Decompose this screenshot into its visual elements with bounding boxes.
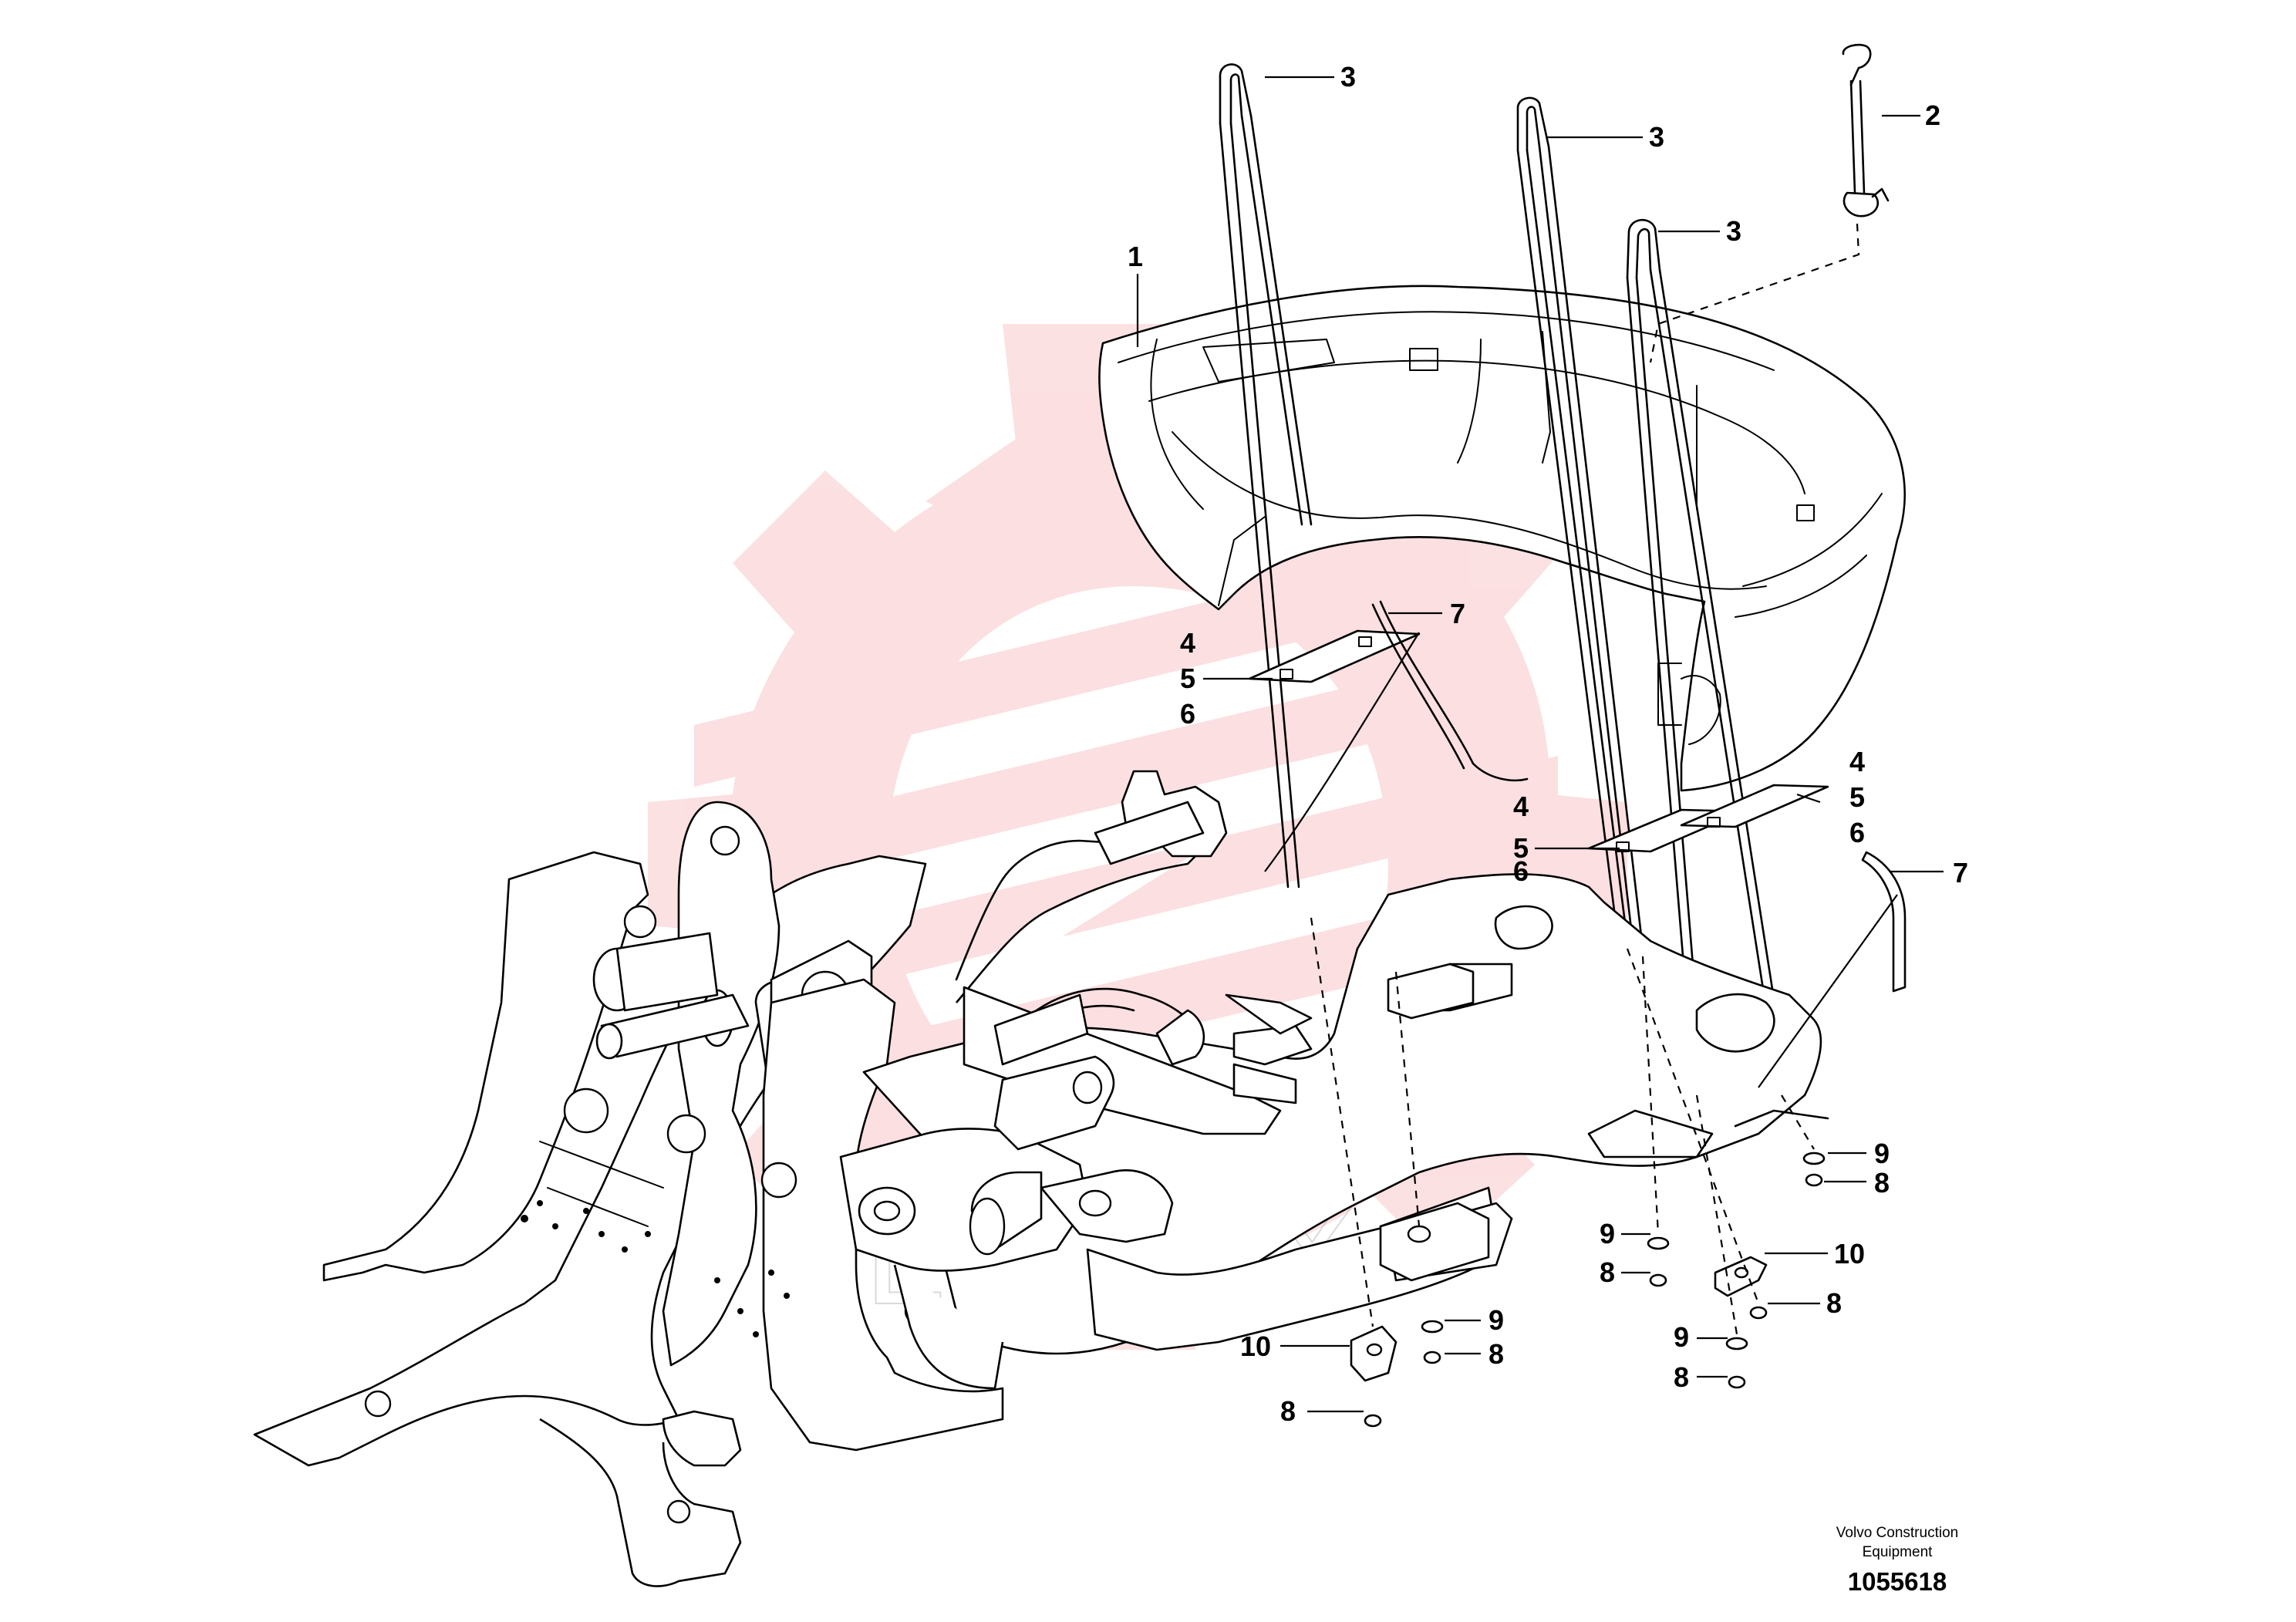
callout-5-a: 5 (1180, 663, 1195, 694)
shim-right (1680, 784, 1829, 828)
callout-9-b: 9 (1600, 1218, 1615, 1249)
callout-6-a: 6 (1180, 698, 1195, 730)
callout-1: 1 (1128, 241, 1143, 272)
weld-blocks (1379, 963, 1490, 1282)
callout-8-d: 8 (1489, 1338, 1504, 1370)
callout-9-c: 9 (1489, 1304, 1504, 1336)
lifting-eye-rod (1649, 43, 1890, 363)
rear-chassis (839, 770, 1829, 1390)
manufacturer-line-1: Volvo Construction (1836, 1525, 1959, 1541)
callout-5-b: 5 (1513, 832, 1529, 864)
callout-8-f: 8 (1674, 1361, 1689, 1393)
bracket-10a (1350, 1325, 1397, 1382)
callout-4-c: 4 (1849, 746, 1865, 777)
callout-9-d: 9 (1674, 1321, 1689, 1353)
drawing-footer: Volvo Construction Equipment 1055618 (1766, 1523, 2028, 1597)
manufacturer-line-2: Equipment (1862, 1544, 1933, 1560)
callout-7-b: 7 (1953, 857, 1968, 889)
callout-3-c: 3 (1726, 215, 1741, 247)
washer-nut-set-a (1364, 1152, 1826, 1428)
u-bolt-3 (1626, 218, 1789, 1089)
callout-labels: 1 2 3 3 3 4 5 6 4 5 6 4 5 6 7 7 9 8 9 8 … (1128, 61, 1968, 1427)
clip-left (1371, 600, 1529, 782)
frame-detail-dots (521, 1200, 790, 1337)
callout-6-c: 6 (1849, 817, 1865, 848)
callout-7-a: 7 (1450, 598, 1465, 629)
drawing-number: 1055618 (1847, 1567, 1947, 1596)
callout-2: 2 (1925, 99, 1940, 131)
u-bolt-2 (1516, 96, 1644, 950)
callout-6-b: 6 (1513, 855, 1529, 887)
callout-8-b: 8 (1600, 1256, 1615, 1288)
bolt-path-lines (1310, 917, 1815, 1335)
callout-8-e: 8 (1826, 1287, 1842, 1319)
leader-lines (1136, 76, 1944, 1413)
callout-3-b: 3 (1649, 121, 1664, 153)
clip-right (1861, 851, 1907, 993)
callout-4-a: 4 (1180, 627, 1195, 659)
loader-frame (253, 801, 1004, 1587)
callout-8-a: 8 (1874, 1167, 1890, 1199)
callout-10-b: 10 (1834, 1238, 1865, 1270)
bracket-10b (1714, 1256, 1768, 1297)
callout-9-a: 9 (1874, 1138, 1890, 1169)
u-bolt-1 (1219, 63, 1313, 889)
callout-10-a: 10 (1240, 1330, 1271, 1362)
callout-8-c: 8 (1280, 1395, 1296, 1427)
callout-4-b: 4 (1513, 791, 1529, 822)
shaft (595, 993, 1089, 1066)
callout-5-c: 5 (1849, 781, 1865, 813)
callout-3-a: 3 (1340, 61, 1356, 93)
